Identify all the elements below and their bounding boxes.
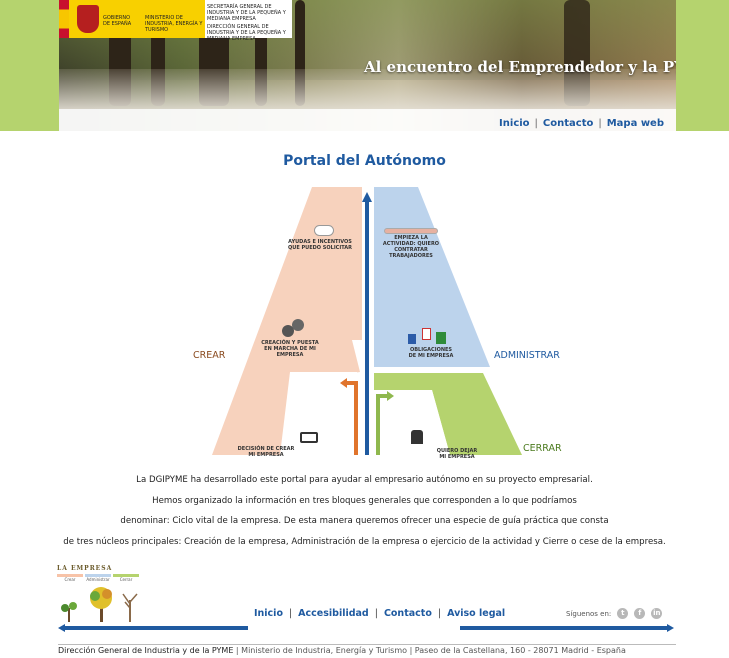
crear-label[interactable]: CREAR [193, 350, 226, 361]
administrar-label[interactable]: ADMINISTRAR [494, 350, 560, 361]
portal-title: Portal del Autónomo [283, 153, 446, 169]
nav-separator: | [534, 118, 538, 129]
follow-us: Síguenos en: t f in [566, 608, 663, 619]
intro-line: de tres núcleos principales: Creación de… [63, 536, 666, 547]
nav-contacto-link[interactable]: Contacto [542, 118, 594, 129]
trees-illustration [61, 587, 138, 622]
intro-line: denominar: Ciclo vital de la empresa. De… [120, 516, 609, 526]
crear-sublabel: Crear [64, 577, 76, 582]
crear-inner-notch [280, 372, 357, 455]
dejar-empresa-link[interactable]: QUIERO DEJAR MI EMPRESA [436, 448, 478, 460]
intro-line: La DGIPYME ha desarrollado este portal p… [136, 475, 593, 485]
footer-inicio-link[interactable]: Inicio [254, 608, 283, 619]
crear-bar [57, 574, 83, 577]
green-arrowhead [387, 391, 394, 401]
facebook-icon[interactable]: f [634, 608, 646, 619]
footer-contacto-link[interactable]: Contacto [383, 608, 432, 619]
word-document-icon[interactable] [408, 334, 416, 344]
twitter-icon[interactable]: t [617, 608, 629, 619]
logo-gobierno-text: GOBIERNO DE ESPAÑA [103, 15, 132, 27]
la-empresa-color-bars [57, 574, 145, 577]
footer-aviso-legal-link[interactable]: Aviso legal [447, 608, 506, 619]
logo-ministerio-text: MINISTERIO DE INDUSTRIA, ENERGÍA Y TURIS… [145, 15, 203, 33]
left-green-band [0, 0, 59, 131]
nav-inicio-link[interactable]: Inicio [499, 118, 530, 129]
orange-arrowhead [340, 378, 347, 388]
banner-ground [59, 69, 676, 109]
cerrar-sublabel: Cerrar [119, 577, 133, 582]
la-empresa-title: LA EMPRESA [57, 565, 113, 572]
logo-secretaria-line: SECRETARÍA GENERAL DE INDUSTRIA Y DE LA … [207, 4, 286, 22]
decision-crear-link[interactable]: DECISIÓN DE CREAR MI EMPRESA [237, 446, 295, 458]
gear-icon[interactable] [282, 325, 294, 337]
green-arrow [376, 394, 388, 455]
nav-separator: | [598, 118, 602, 129]
cerrar-inner [374, 390, 450, 455]
logo-secretaria-text: SECRETARÍA GENERAL DE INDUSTRIA Y DE LA … [207, 4, 291, 42]
top-nav: Inicio | Contacto | Mapa web [499, 118, 664, 129]
intro-line: Hemos organizado la información en tres … [152, 495, 577, 506]
right-green-band [676, 0, 729, 131]
creacion-link[interactable]: CREACIÓN Y PUESTA EN MARCHA DE MI EMPRES… [261, 340, 319, 358]
gear-icon[interactable] [292, 319, 304, 331]
footer-nav-separator: | [374, 608, 378, 619]
banner-nav-strip [59, 109, 676, 131]
pdf-document-icon[interactable] [422, 328, 431, 340]
cerrar-region [374, 373, 522, 455]
footer-nav: Inicio | Accesibilidad | Contacto | Avis… [254, 608, 505, 619]
header-banner: GOBIERNO DE ESPAÑA MINISTERIO DE INDUSTR… [59, 0, 676, 131]
org-name: Dirección General de Industria y de la P… [58, 646, 234, 655]
flag-stripe [59, 0, 69, 38]
linkedin-icon[interactable]: in [651, 608, 663, 619]
logo-direccion-line: DIRECCIÓN GENERAL DE INDUSTRIA Y DE LA P… [207, 24, 286, 42]
ayudas-link[interactable]: AYUDAS E INCENTIVOS QUE PUEDO SOLICITAR [288, 239, 352, 251]
left-arrow-line [64, 626, 248, 630]
laptop-icon[interactable] [300, 432, 318, 443]
central-axis [365, 200, 369, 455]
nav-mapa-web-link[interactable]: Mapa web [606, 118, 664, 129]
follow-label: Síguenos en: [566, 609, 612, 618]
central-axis-arrowhead [362, 192, 372, 202]
address-text: | Ministerio de Industria, Energía y Tur… [233, 646, 626, 655]
footer-accesibilidad-link[interactable]: Accesibilidad [298, 608, 369, 619]
footer-nav-separator: | [437, 608, 442, 619]
keys-icon[interactable] [411, 430, 423, 444]
administrar-bar [85, 574, 111, 577]
administrar-sublabel: Administrar [86, 577, 110, 582]
right-arrow-line [460, 626, 668, 630]
administrar-region [374, 187, 490, 367]
banner-tree [295, 0, 305, 106]
right-arrowhead [667, 624, 674, 632]
intro-paragraph: La DGIPYME ha desarrollado este portal p… [0, 470, 729, 552]
cerrar-bar [113, 574, 139, 577]
cloud-icon[interactable] [314, 225, 334, 236]
left-arrowhead [58, 624, 65, 632]
empieza-actividad-link[interactable]: EMPIEZA LA ACTIVIDAD: QUIERO CONTRATAR T… [382, 235, 440, 259]
la-empresa-labels: Crear Administrar Cerrar [57, 577, 145, 582]
orange-arrow [346, 381, 358, 455]
la-empresa-logo[interactable]: LA EMPRESA Crear Administrar Cerrar [57, 565, 145, 625]
crear-region [212, 187, 362, 455]
banner-title: Al encuentro del Emprendedor y la PYME [364, 58, 676, 76]
footer-nav-separator: | [288, 608, 293, 619]
excel-document-icon[interactable] [436, 332, 446, 344]
coat-of-arms-icon [77, 5, 99, 33]
ruler-icon[interactable] [384, 228, 438, 234]
obligaciones-link[interactable]: OBLIGACIONES DE MI EMPRESA [408, 347, 454, 359]
government-logo[interactable]: GOBIERNO DE ESPAÑA MINISTERIO DE INDUSTR… [59, 0, 292, 42]
bottom-address-bar: Dirección General de Industria y de la P… [58, 644, 676, 658]
cerrar-label[interactable]: CERRAR [523, 443, 562, 454]
